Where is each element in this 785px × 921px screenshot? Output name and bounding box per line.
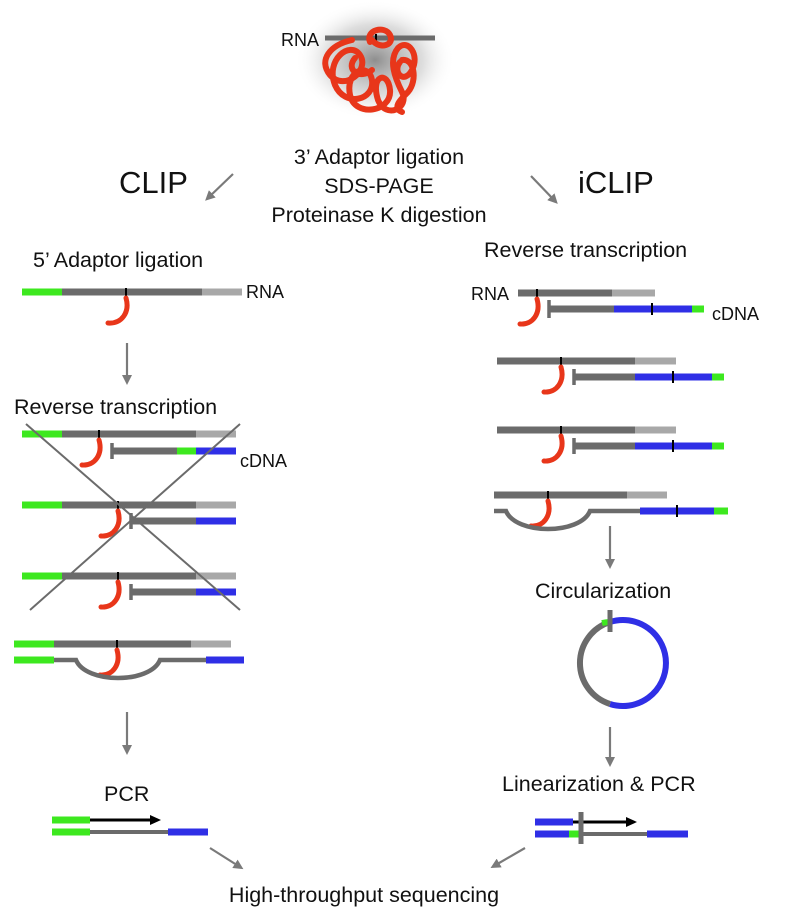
clip-pcr-product: [52, 815, 208, 836]
step-sds-page: SDS-PAGE: [324, 174, 434, 198]
peptide-icon: [97, 647, 121, 678]
peptide-icon: [541, 433, 565, 464]
iclip-rt-construct-3: [497, 426, 724, 464]
step-adaptor-ligation: 3’ Adaptor ligation: [294, 145, 464, 169]
circle-blue-arc: [609, 617, 669, 709]
peptide-icon: [517, 296, 541, 327]
iclip-reverse-transcription-label: Reverse transcription: [484, 238, 687, 262]
clip-reverse-transcription-label: Reverse transcription: [14, 395, 217, 419]
circular-cdna: [576, 610, 669, 709]
iclip-rt-construct-4: [494, 491, 728, 532]
top-steps: 3’ Adaptor ligation SDS-PAGE Proteinase …: [271, 145, 486, 227]
protein-icon: [322, 26, 418, 115]
iclip-pcr-product: [535, 812, 688, 844]
arrow-to-iclip: [530, 175, 558, 204]
cross-out-line-2: [29, 423, 241, 611]
clip-rt-construct-c: [22, 572, 236, 610]
step-proteinase-k: Proteinase K digestion: [271, 203, 486, 227]
iclip-rt-construct-1: RNA cDNA: [471, 284, 759, 327]
iclip-arrow-to-seq: [490, 847, 526, 869]
clip-rt-construct-b: [22, 501, 236, 539]
clip-rna-label: RNA: [246, 282, 284, 302]
iclip-cdna-label: cDNA: [712, 304, 759, 324]
peptide-icon: [105, 295, 130, 326]
peptide-icon: [98, 579, 122, 610]
clip-pcr-label: PCR: [104, 782, 149, 806]
clip-adaptor-ligation-label: 5’ Adaptor ligation: [33, 248, 203, 272]
iclip-title: iCLIP: [578, 165, 654, 200]
clip-rt-construct-d: [14, 640, 244, 681]
sequencing-label: High-throughput sequencing: [229, 883, 499, 907]
circle-gray-arc: [576, 619, 611, 707]
arrow-to-clip: [205, 173, 234, 201]
top-complex: RNA: [281, 0, 455, 120]
peptide-icon: [98, 508, 122, 539]
iclip-circularization-label: Circularization: [535, 579, 671, 603]
clip-arrow-to-seq: [209, 847, 244, 870]
iclip-linearization-label: Linearization & PCR: [502, 772, 696, 796]
clip-title: CLIP: [119, 165, 188, 200]
iclip-rna-label: RNA: [471, 284, 509, 304]
clip-rt-construct-a: cDNA: [22, 430, 287, 471]
peptide-icon: [541, 364, 565, 395]
clip-construct-1: RNA: [22, 282, 284, 326]
peptide-icon: [528, 498, 552, 529]
top-rna-label: RNA: [281, 30, 319, 50]
iclip-rt-construct-2: [497, 357, 724, 395]
peptide-icon: [79, 437, 103, 468]
clip-cdna-label: cDNA: [240, 451, 287, 471]
cross-out-line-1: [25, 423, 241, 611]
complex-shadow: [295, 0, 455, 120]
